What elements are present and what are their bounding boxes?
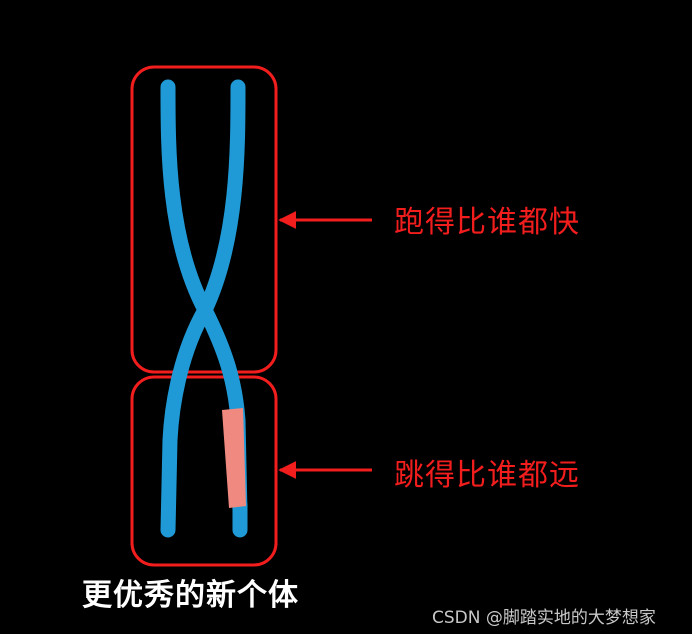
top-annotation-label: 跑得比谁都快 [394,205,580,240]
diagram-caption: 更优秀的新个体 [82,578,299,613]
bottom-segment-box [130,375,278,567]
bottom-annotation-label: 跳得比谁都远 [394,458,580,493]
top-segment-box [130,65,278,374]
highlight-segment [222,408,246,508]
right-chromatid [160,79,246,538]
left-chromatid [160,79,248,520]
watermark: CSDN @脚踏实地的大梦想家 [432,608,656,628]
